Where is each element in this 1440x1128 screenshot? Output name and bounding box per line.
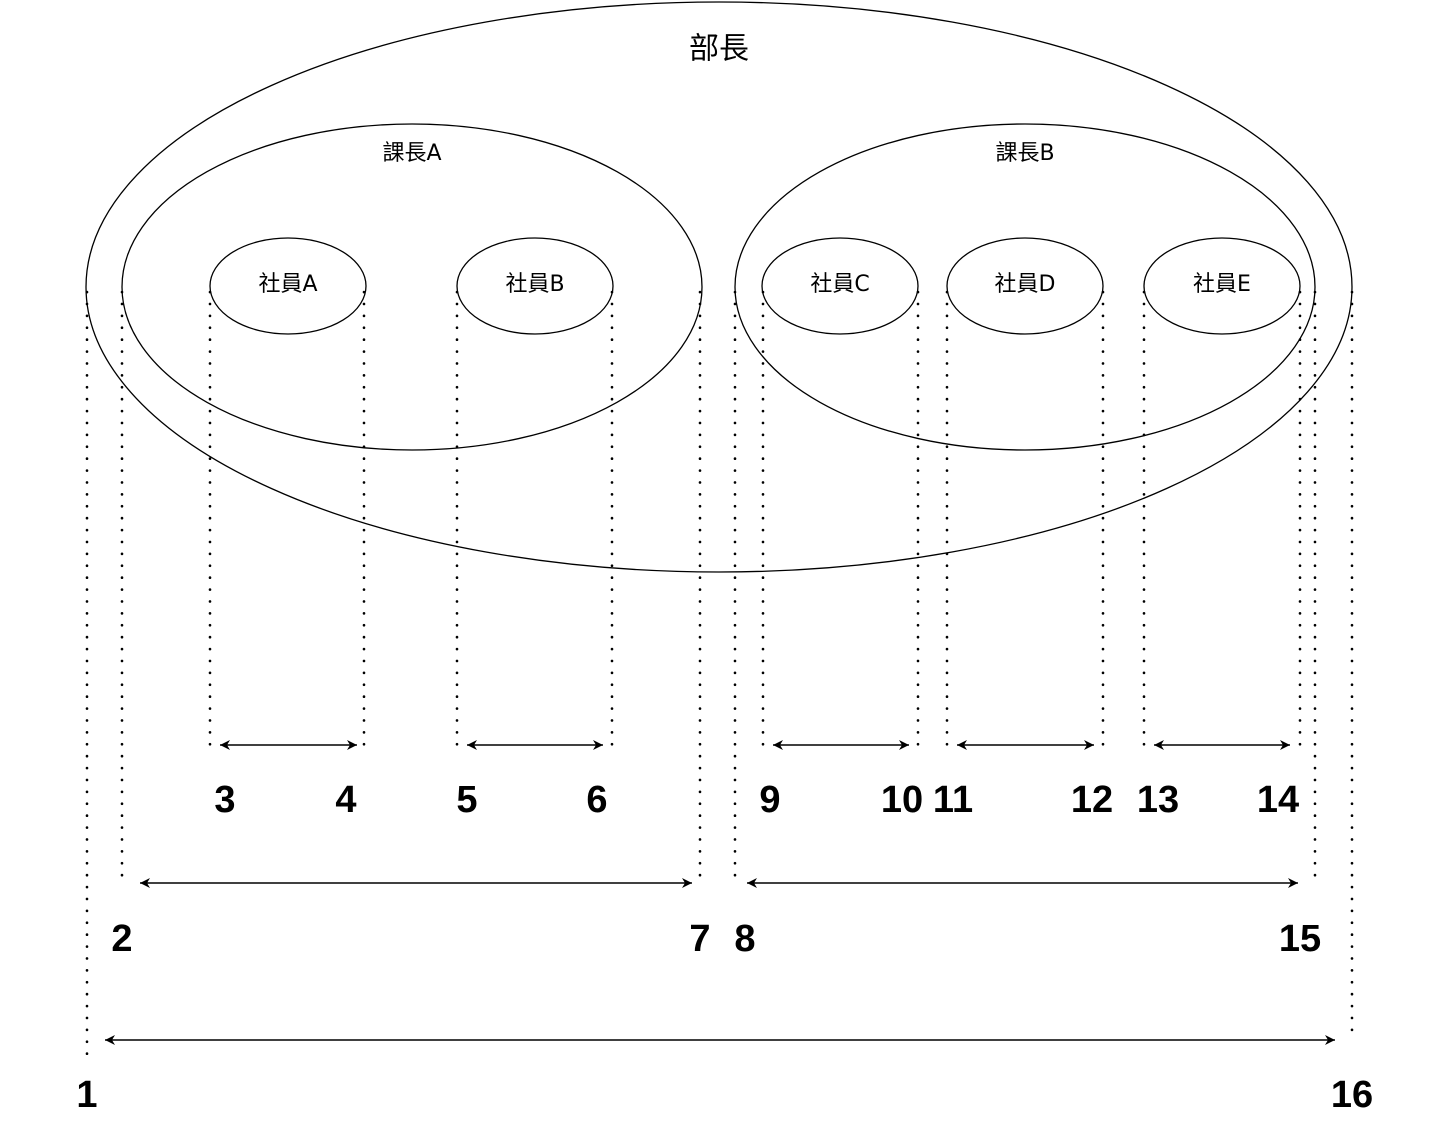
label-employee_b: 社員B: [505, 272, 564, 297]
ellipse-employee_b: [456, 237, 614, 335]
number-label-12: 12: [1071, 779, 1113, 821]
label-manager_a: 課長A: [382, 141, 441, 166]
label-manager_b: 課長B: [995, 141, 1054, 166]
ellipse-employee_c: [761, 237, 919, 335]
number-label-2: 2: [111, 918, 132, 960]
ellipse-manager_b: [734, 123, 1316, 451]
number-label-6: 6: [586, 779, 607, 821]
label-employee_d: 社員D: [995, 272, 1056, 297]
number-label-15: 15: [1279, 918, 1321, 960]
label-employee_c: 社員C: [810, 272, 869, 297]
number-label-5: 5: [456, 779, 477, 821]
number-label-16: 16: [1331, 1074, 1373, 1116]
label-director: 部長: [689, 32, 749, 67]
number-label-10: 10: [881, 779, 923, 821]
ellipse-manager_a: [121, 123, 703, 451]
number-label-3: 3: [214, 779, 235, 821]
number-label-9: 9: [759, 779, 780, 821]
ellipse-employee_d: [946, 237, 1104, 335]
ellipse-employee_a: [209, 237, 367, 335]
label-employee_a: 社員A: [258, 272, 317, 297]
number-label-4: 4: [335, 779, 356, 821]
number-label-1: 1: [76, 1074, 97, 1116]
label-employee_e: 社員E: [1193, 272, 1251, 297]
number-label-8: 8: [734, 918, 755, 960]
ellipse-employee_e: [1143, 237, 1301, 335]
number-label-11: 11: [933, 779, 973, 821]
number-label-13: 13: [1137, 779, 1179, 821]
number-label-14: 14: [1257, 779, 1299, 821]
ellipse-director: [85, 1, 1353, 573]
number-label-7: 7: [689, 918, 710, 960]
